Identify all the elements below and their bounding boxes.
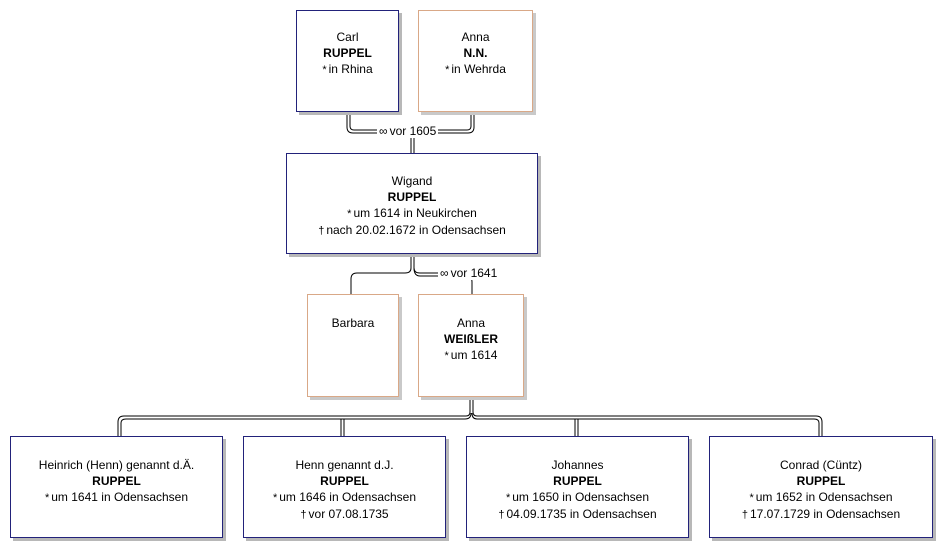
birth-line: *um 1614 [419,347,523,364]
marriage-symbol: ∞ [379,124,388,138]
birth-info: um 1652 in Odensachsen [755,490,893,504]
given-name: Anna [461,30,490,44]
given-name: Wigand [391,174,433,188]
connector-wigand-spouses [350,254,412,294]
person-conrad[interactable]: Conrad (Cüntz) RUPPEL *um 1652 in Odensa… [709,436,933,538]
death-line: †04.09.1735 in Odensachsen [467,506,688,523]
surname: RUPPEL [387,190,437,204]
person-heinrich[interactable]: Heinrich (Henn) genannt d.Ä. RUPPEL *um … [10,436,223,538]
death-line: †17.07.1729 in Odensachsen [710,506,932,523]
surname: RUPPEL [796,474,846,488]
birth-info: in Rhina [328,62,373,76]
surname: RUPPEL [553,474,602,488]
surname: RUPPEL [92,474,141,488]
person-anna-weissler[interactable]: Anna WEIßLER *um 1614 [418,294,524,397]
surname: RUPPEL [323,46,372,60]
death-info: 04.09.1735 in Odensachsen [506,507,657,521]
birth-line: *um 1641 in Odensachsen [11,489,222,506]
person-anna-nn[interactable]: Anna N.N. *in Wehrda [418,10,533,112]
person-carl[interactable]: Carl RUPPEL *in Rhina [296,10,399,112]
birth-line: *in Rhina [297,61,398,78]
given-name: Henn genannt d.J. [295,458,394,472]
person-johannes[interactable]: Johannes RUPPEL *um 1650 in Odensachsen … [466,436,689,538]
birth-symbol: * [505,492,511,504]
birth-info: um 1614 in Neukirchen [353,206,477,220]
given-name: Johannes [551,458,604,472]
surname: WEIßLER [444,332,498,346]
given-name: Carl [336,30,359,44]
birth-symbol: * [445,64,450,76]
birth-info: um 1650 in Odensachsen [512,490,650,504]
marriage-symbol: ∞ [440,266,449,280]
death-symbol: † [300,509,307,521]
birth-line: *um 1646 in Odensachsen [244,489,445,506]
death-line: †nach 20.02.1672 in Odensachsen [287,222,537,239]
marriage-date: vor 1641 [450,266,498,280]
given-name: Barbara [331,316,375,330]
death-info: 17.07.1729 in Odensachsen [750,507,901,521]
birth-info: um 1641 in Odensachsen [51,490,189,504]
death-symbol: † [318,225,325,237]
given-name: Conrad (Cüntz) [779,458,863,472]
person-barbara[interactable]: Barbara [307,294,399,397]
surname: RUPPEL [320,474,369,488]
marriage-label-wigand-anna: ∞vor 1641 [438,266,500,280]
marriage-label-carl-anna: ∞vor 1605 [377,124,439,138]
given-name: Heinrich (Henn) genannt d.Ä. [38,458,195,472]
birth-symbol: * [322,64,327,76]
birth-symbol: * [272,492,278,504]
birth-line: *um 1650 in Odensachsen [467,489,688,506]
birth-info: um 1614 [450,348,498,362]
surname: N.N. [463,46,488,60]
death-line: †vor 07.08.1735 [244,506,445,523]
person-wigand[interactable]: Wigand RUPPEL *um 1614 in Neukirchen †na… [286,153,538,254]
death-info: vor 07.08.1735 [308,507,389,521]
birth-line: *um 1652 in Odensachsen [710,489,932,506]
death-info: nach 20.02.1672 in Odensachsen [326,223,506,237]
birth-symbol: * [347,208,352,220]
connector-children [117,397,471,436]
given-name: Anna [456,316,486,330]
death-symbol: † [741,509,748,521]
marriage-date: vor 1605 [389,124,437,138]
birth-symbol: * [749,492,754,504]
birth-info: in Wehrda [451,62,506,76]
birth-line: *um 1614 in Neukirchen [287,205,537,222]
birth-symbol: * [444,350,449,362]
birth-info: um 1646 in Odensachsen [279,490,417,504]
person-henn[interactable]: Henn genannt d.J. RUPPEL *um 1646 in Ode… [243,436,446,538]
birth-symbol: * [44,492,50,504]
birth-line: *in Wehrda [419,61,532,78]
death-symbol: † [498,509,505,521]
